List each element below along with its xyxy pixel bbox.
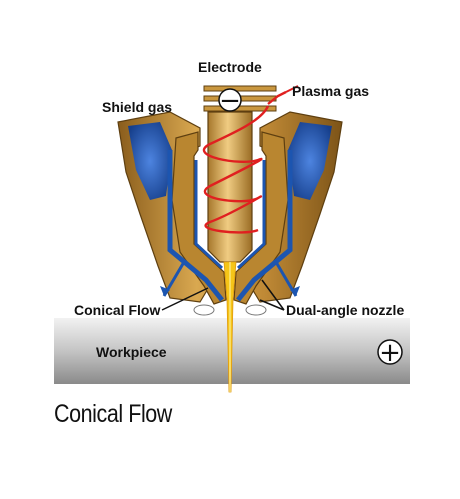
label-plasma-gas: Plasma gas xyxy=(292,83,369,99)
label-dual-angle-nozzle: Dual-angle nozzle xyxy=(286,302,404,318)
nozzle-tip-right xyxy=(245,304,267,316)
inner-flow-right xyxy=(236,160,266,270)
dual-angle-leader-2 xyxy=(259,299,285,311)
arrowhead-left xyxy=(160,286,170,296)
arrowhead-right xyxy=(290,286,300,296)
label-conical-flow: Conical Flow xyxy=(74,302,160,318)
workpiece-polarity-circle xyxy=(377,339,403,365)
nozzle-tip-left xyxy=(193,304,215,316)
electrode-body xyxy=(207,111,253,263)
plasma-gas-flow-right xyxy=(236,150,293,302)
nozzle-body xyxy=(171,131,289,305)
plasma-gas-leader xyxy=(285,85,299,93)
conical-flow-leader xyxy=(161,287,209,311)
label-electrode: Electrode xyxy=(198,59,262,75)
plasma-gas-flow-left xyxy=(167,150,224,302)
figure-caption: Conical Flow xyxy=(54,400,172,428)
inner-flow-left xyxy=(194,160,224,270)
label-workpiece: Workpiece xyxy=(96,344,167,360)
electrode-polarity-sign: − xyxy=(219,86,241,116)
label-shield-gas: Shield gas xyxy=(102,99,172,115)
shield-gas-channel-left xyxy=(128,122,172,200)
plasma-gas-coil xyxy=(202,90,287,234)
workpiece-polarity-sign: + xyxy=(379,338,401,368)
electrode-fin-1 xyxy=(203,85,277,92)
electrode-polarity-circle xyxy=(218,88,242,112)
dual-angle-leader-1 xyxy=(261,279,285,311)
shield-gas-channel-right xyxy=(288,122,332,200)
